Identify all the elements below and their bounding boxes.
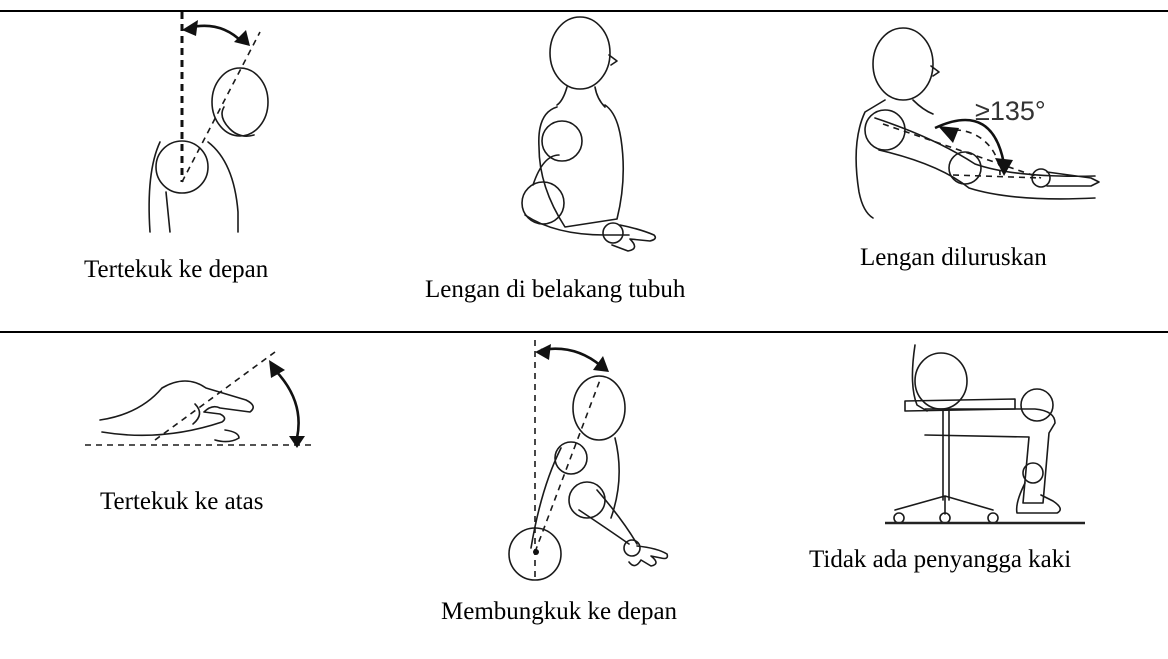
middle-divider: [0, 331, 1168, 333]
neck-flexion-icon: [130, 12, 280, 237]
caption-neck-flexion: Tertekuk ke depan: [84, 257, 268, 282]
arm-extended-icon: ≥135°: [855, 20, 1105, 225]
no-footrest-icon: [885, 345, 1085, 530]
caption-arm-behind-body: Lengan di belakang tubuh: [425, 277, 685, 302]
wrist-extension-icon: [85, 340, 325, 470]
arm-behind-body-icon: [505, 15, 675, 255]
angle-label: ≥135°: [975, 96, 1046, 126]
caption-wrist-extension: Tertekuk ke atas: [100, 489, 263, 514]
caption-arm-extended: Lengan diluruskan: [860, 245, 1047, 270]
caption-trunk-flexion: Membungkuk ke depan: [441, 599, 677, 624]
trunk-flexion-icon: [505, 340, 680, 590]
caption-no-footrest: Tidak ada penyangga kaki: [809, 547, 1071, 572]
